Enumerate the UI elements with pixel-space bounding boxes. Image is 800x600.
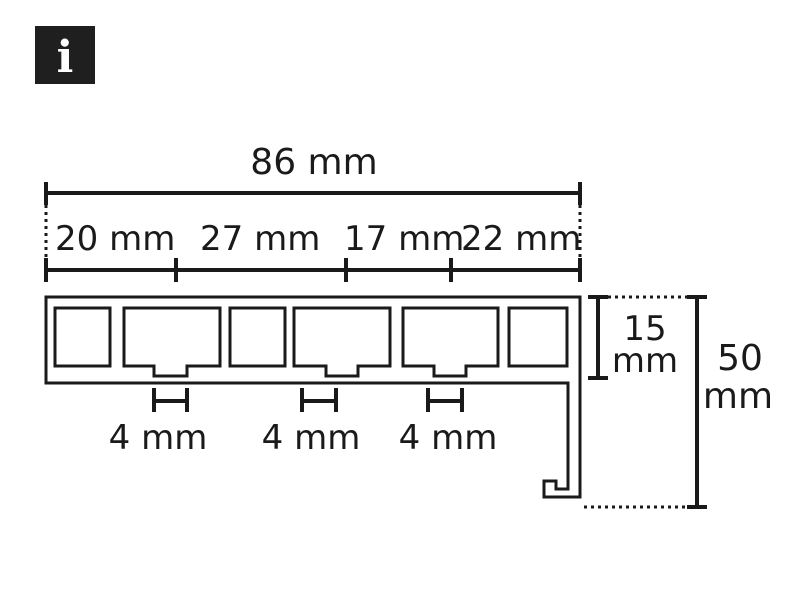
profile-section: [44, 295, 582, 499]
slot-label-3: 4 mm: [399, 418, 498, 458]
segment-label-3: 17 mm: [344, 219, 464, 259]
segment-label-4: 22 mm: [461, 219, 581, 259]
overall-height-value: 50: [717, 338, 763, 379]
slot-dimensions: [152, 388, 464, 412]
top-height-dimension: 15 mm: [588, 295, 690, 381]
slot-label-2: 4 mm: [262, 418, 361, 458]
slot-label-1: 4 mm: [109, 418, 208, 458]
channel-1: [122, 306, 222, 378]
info-icon: [35, 26, 95, 84]
info-badge: i: [35, 26, 95, 84]
top-height-value: 15: [623, 309, 666, 349]
top-height-unit: mm: [612, 341, 678, 381]
chamber-3: [228, 306, 287, 368]
chamber-5: [507, 306, 569, 368]
info-glyph: i: [57, 32, 74, 83]
overall-height-dimension: 50 mm: [584, 295, 773, 509]
overall-height-unit: mm: [703, 376, 773, 417]
chamber-1: [53, 306, 112, 368]
profile-outer-outline: [44, 295, 582, 499]
channel-2: [292, 306, 392, 378]
segment-dimensions: 20 mm 27 mm 17 mm 22 mm: [44, 219, 582, 282]
total-width-dimension: 86 mm: [44, 142, 582, 258]
segment-label-1: 20 mm: [55, 219, 175, 259]
channel-3: [401, 306, 500, 378]
total-width-label: 86 mm: [250, 142, 377, 183]
segment-label-2: 27 mm: [200, 219, 320, 259]
